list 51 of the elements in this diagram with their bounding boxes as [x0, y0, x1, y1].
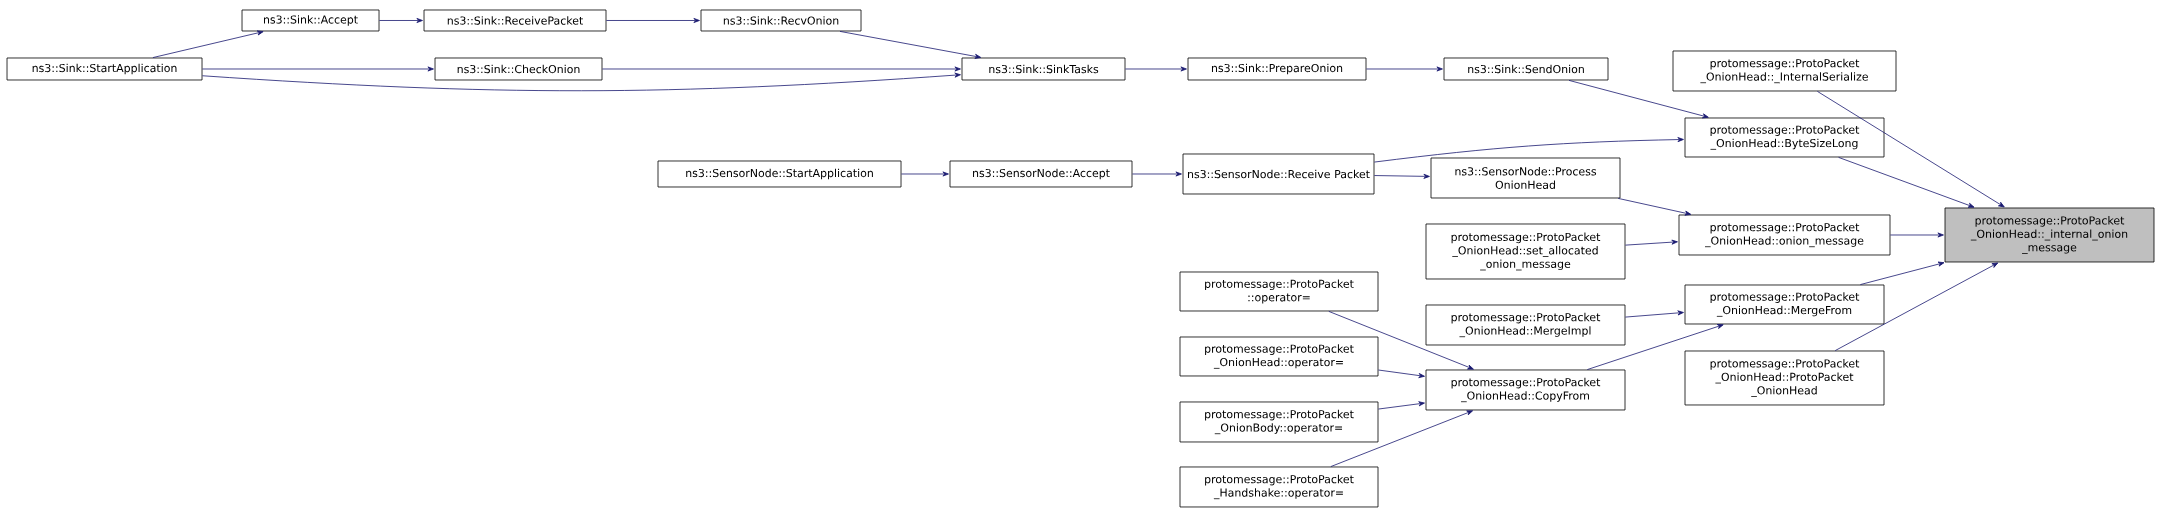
arrow [1374, 137, 1684, 163]
function-box: protomessage::ProtoPacket _OnionHead::ProtoPacket _OnionHead [1684, 350, 1885, 406]
arrow [602, 66, 961, 72]
function-box: ns3::Sink::StartApplication [6, 57, 203, 81]
arrow [839, 31, 982, 59]
function-box: protomessage::ProtoPacket _OnionHead::CopyFrom [1425, 369, 1626, 411]
function-box: protomessage::ProtoPacket _OnionHead::MergeImpl [1425, 304, 1626, 346]
function-box: protomessage::ProtoPacket _OnionHead::set_allocated _onion_message [1425, 223, 1626, 280]
function-box: protomessage::ProtoPacket _OnionHead::ByteSizeLong [1684, 117, 1885, 158]
function-box: ns3::Sink::PrepareOnion [1187, 57, 1367, 81]
arrow [1374, 173, 1430, 179]
arrow [1834, 262, 1999, 351]
arrow [202, 66, 434, 72]
function-box: ns3::Sink::RecvOnion [700, 9, 862, 32]
function-box: protomessage::ProtoPacket _OnionHead::_InternalSerialize [1672, 50, 1897, 92]
arrow [1838, 157, 1975, 208]
arrow [202, 72, 961, 92]
function-box: protomessage::ProtoPacket _OnionHead::MergeFrom [1684, 284, 1885, 325]
function-box: protomessage::ProtoPacket ::operator= [1179, 271, 1379, 312]
arrow [379, 18, 423, 23]
arrow [1125, 66, 1187, 72]
function-box: ns3::Sink::ReceivePacket [423, 9, 607, 32]
arrow [1366, 66, 1443, 72]
function-box: protomessage::ProtoPacket _OnionBody::operator= [1179, 401, 1379, 443]
arrow [1328, 311, 1474, 370]
function-box: protomessage::ProtoPacket _OnionHead::onion_message [1678, 214, 1891, 256]
function-box: protomessage::ProtoPacket _Handshake::operator= [1179, 466, 1379, 508]
arrow [1132, 171, 1182, 177]
arrow [1617, 198, 1692, 216]
arrow [1378, 401, 1425, 410]
function-box: protomessage::ProtoPacket _OnionHead::_internal_onion _message [1944, 207, 2155, 263]
arrow [1625, 239, 1678, 246]
function-box: ns3::Sink::Accept [241, 9, 380, 32]
function-box: ns3::SensorNode::Process OnionHead [1430, 157, 1621, 199]
function-box: ns3::Sink::SinkTasks [961, 57, 1126, 81]
arrow [1625, 310, 1684, 318]
function-box: ns3::Sink::SendOnion [1443, 57, 1609, 81]
function-box: ns3::SensorNode::StartApplication [657, 160, 902, 188]
arrow [1568, 80, 1709, 119]
function-box: ns3::SensorNode::Accept [949, 160, 1133, 188]
arrow [1859, 261, 1945, 285]
function-box: protomessage::ProtoPacket _OnionHead::operator= [1179, 336, 1379, 377]
arrow [901, 171, 949, 177]
arrow [152, 30, 264, 58]
arrow [1378, 369, 1425, 379]
arrow [1890, 232, 1944, 238]
function-box: ns3::Sink::CheckOnion [434, 57, 603, 81]
arrow [606, 18, 700, 23]
function-box: ns3::SensorNode::Receive Packet [1182, 153, 1375, 195]
arrow [1330, 410, 1473, 467]
arrow [1817, 91, 2005, 208]
